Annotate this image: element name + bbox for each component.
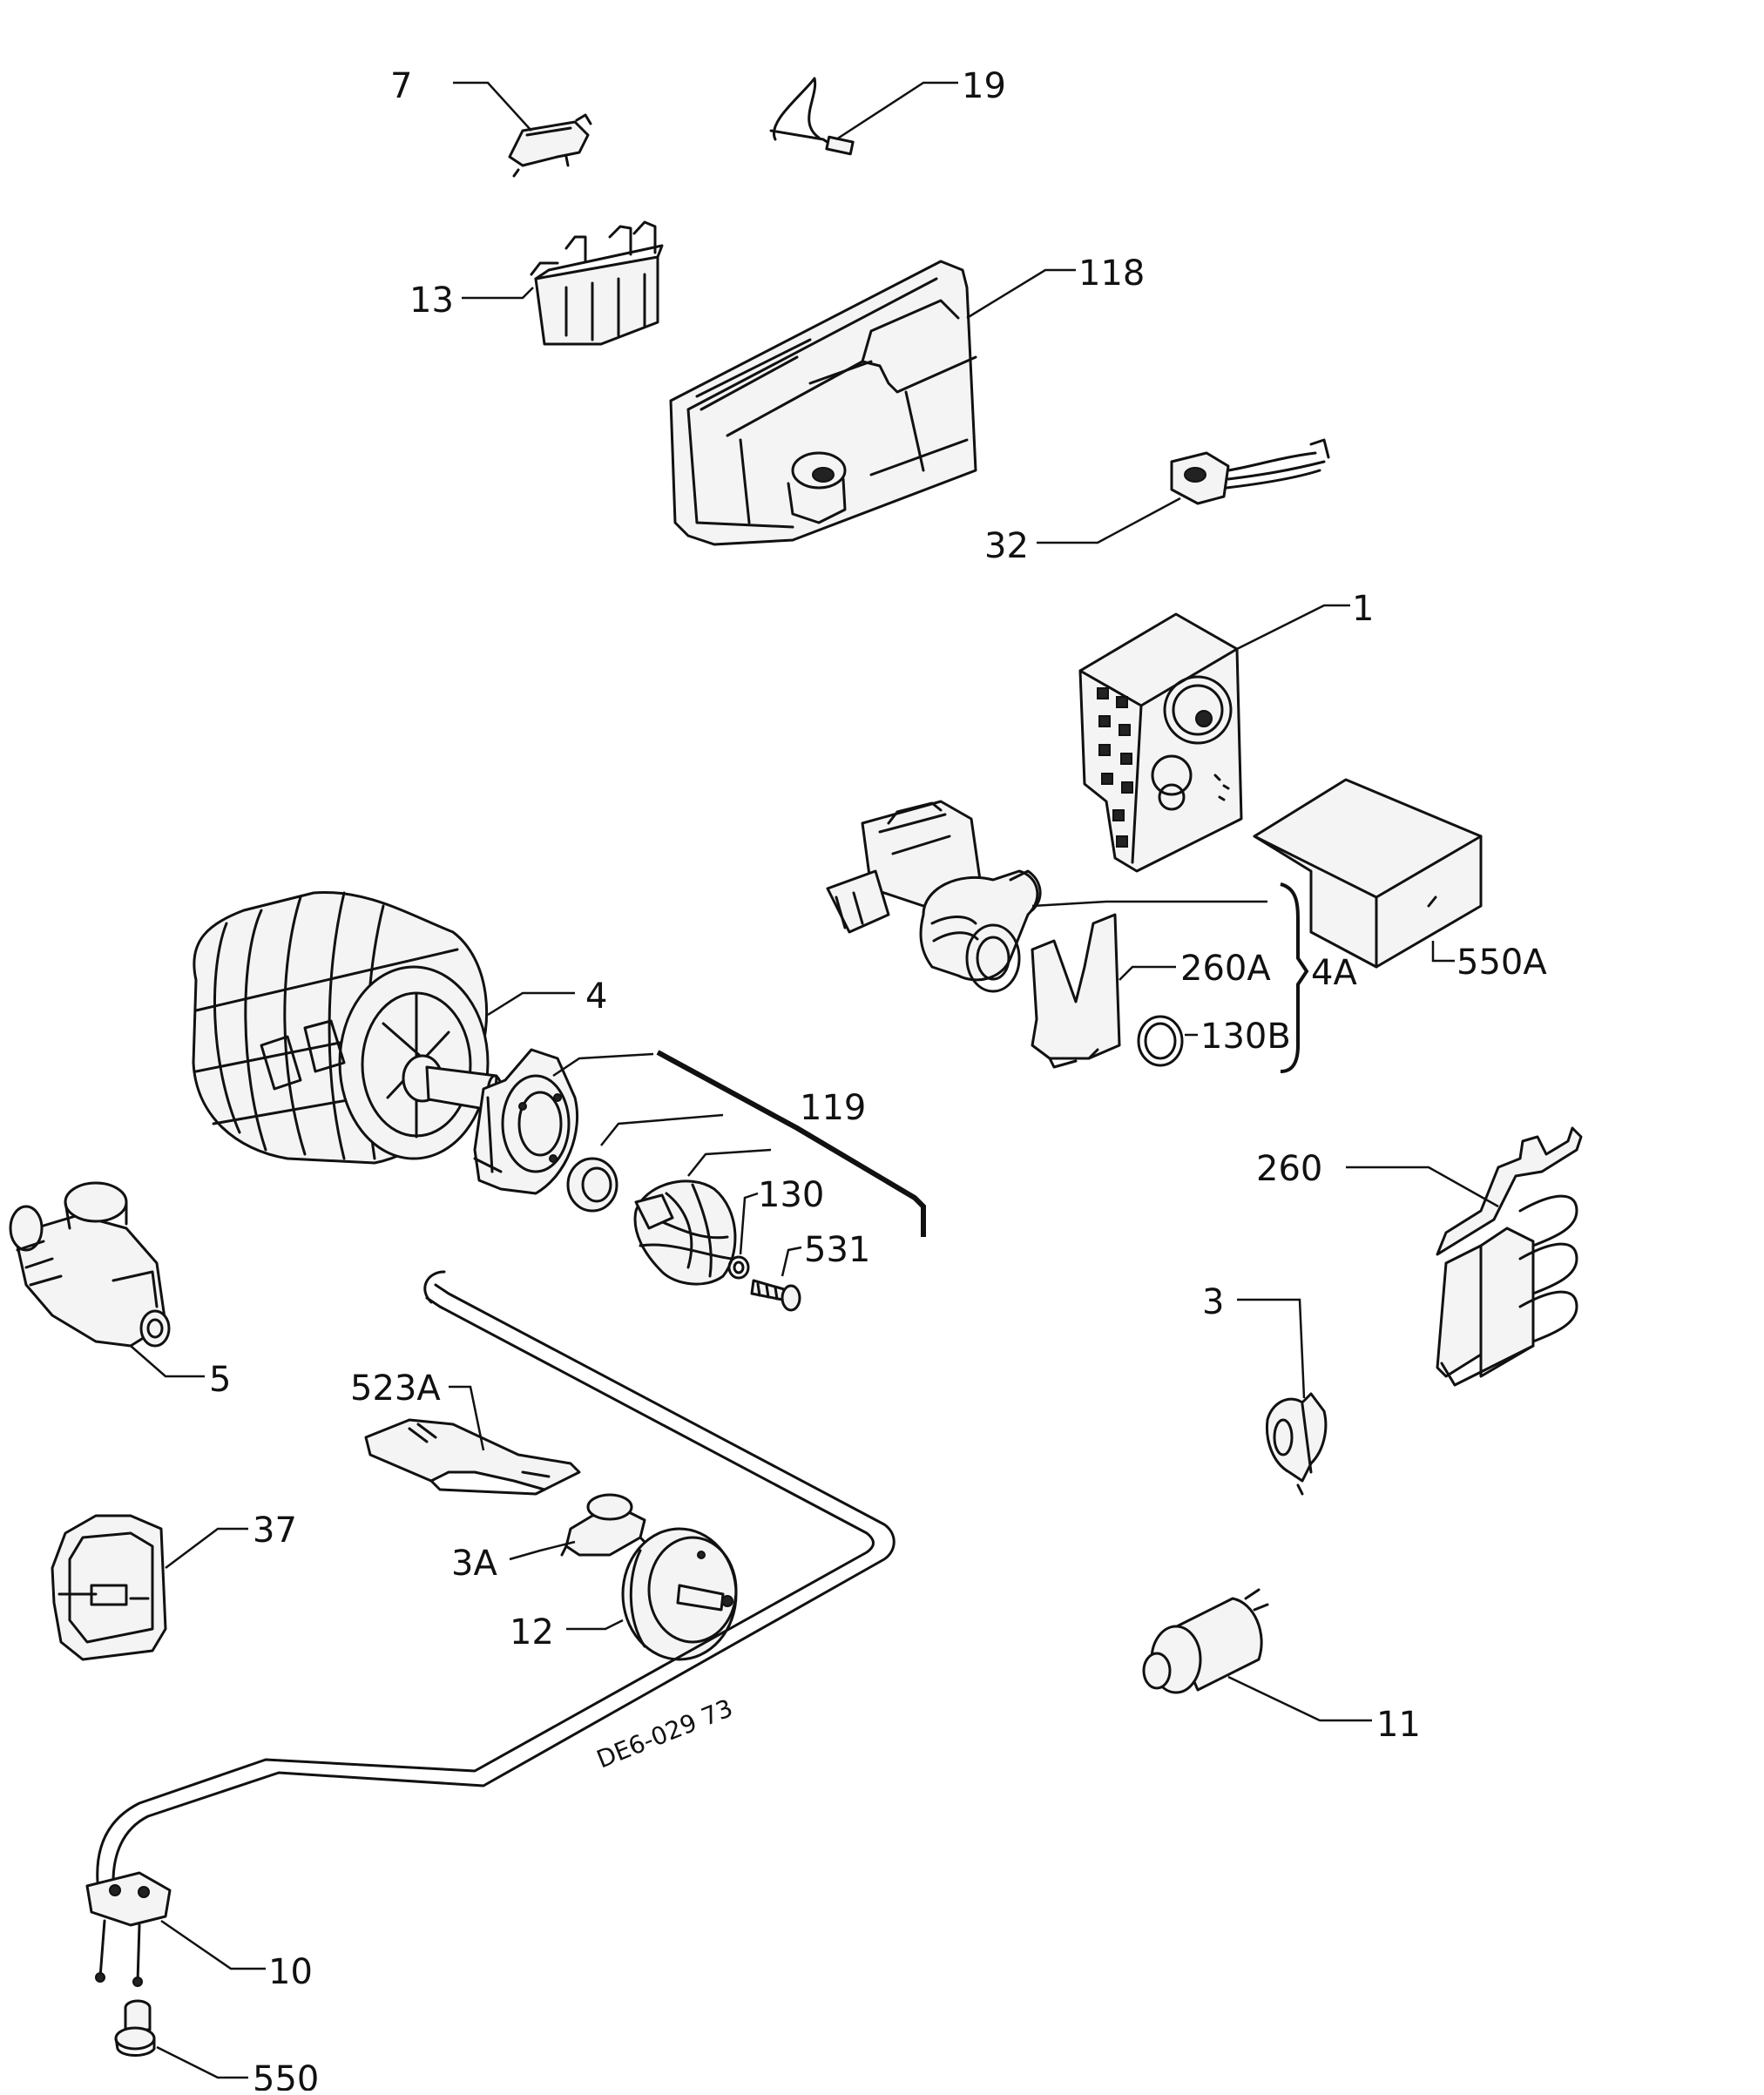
leader-260A [1119, 965, 1176, 981]
part-13-terminal-block [530, 220, 664, 346]
label-4A: 4A [1311, 953, 1357, 993]
leader-523A [449, 1385, 485, 1451]
leader-32 [1037, 497, 1181, 544]
part-119-seal [566, 1157, 618, 1213]
part-260A-bracket [1031, 913, 1121, 1069]
leader-19 [835, 81, 958, 141]
part-7-clip [508, 113, 592, 178]
bracket-119 [656, 1050, 926, 1237]
label-32: 32 [984, 526, 1029, 566]
bracket-4A [1280, 882, 1309, 1073]
leader-119-housing [552, 1052, 654, 1078]
leader-531 [781, 1246, 802, 1277]
leader-550A [1431, 941, 1455, 963]
leader-130 [739, 1192, 759, 1255]
leader-1 [1236, 604, 1350, 651]
part-3-thermostat [1265, 1392, 1328, 1496]
label-260A: 260A [1180, 949, 1271, 989]
label-11: 11 [1376, 1705, 1421, 1745]
part-119-pump-housing [473, 1048, 579, 1195]
leader-3 [1237, 1298, 1306, 1399]
part-550A-box [1253, 778, 1483, 969]
part-37-cover [51, 1514, 167, 1661]
part-4-motor [192, 890, 504, 1165]
leader-260 [1346, 1166, 1499, 1208]
label-523A: 523A [350, 1369, 441, 1409]
label-118: 118 [1078, 253, 1145, 294]
label-119: 119 [800, 1088, 866, 1128]
label-5: 5 [209, 1360, 231, 1400]
drawing-code: DE6-029 73 [592, 1693, 736, 1774]
part-523A-clip [364, 1418, 581, 1496]
label-1: 1 [1352, 589, 1374, 629]
part-11-capacitor [1142, 1588, 1269, 1694]
leader-119-seal [600, 1113, 724, 1146]
label-3A: 3A [451, 1544, 497, 1584]
part-1-timer [1078, 612, 1243, 873]
leader-5 [130, 1345, 205, 1378]
label-19: 19 [962, 66, 1006, 106]
part-531-screw [750, 1279, 801, 1312]
part-130B-seal [1137, 1015, 1184, 1067]
leader-37 [165, 1527, 248, 1569]
leader-3A [509, 1540, 576, 1561]
leader-4A-pump [1031, 900, 1267, 908]
label-10: 10 [268, 1952, 313, 1992]
label-7: 7 [390, 66, 412, 106]
part-260-bracket [1436, 1126, 1583, 1387]
label-260: 260 [1256, 1149, 1322, 1189]
leader-13 [462, 287, 534, 300]
label-130: 130 [758, 1175, 824, 1215]
label-531: 531 [804, 1230, 870, 1270]
leader-10 [160, 1919, 266, 1970]
part-118-dispenser [669, 260, 977, 546]
label-3: 3 [1202, 1282, 1224, 1322]
part-4A-drain-pump [826, 800, 1042, 993]
part-550-grommet [114, 1999, 156, 2057]
part-119-impeller [633, 1179, 737, 1286]
leader-12 [566, 1619, 624, 1631]
label-12: 12 [510, 1612, 554, 1652]
leader-4 [487, 991, 575, 1017]
leader-550 [156, 2045, 248, 2079]
timer-contacts [1097, 687, 1133, 848]
leader-11 [1227, 1675, 1372, 1722]
label-4: 4 [585, 977, 607, 1017]
label-550: 550 [253, 2059, 319, 2091]
label-37: 37 [253, 1510, 297, 1551]
part-130-seal [727, 1255, 750, 1280]
leader-118 [966, 268, 1076, 320]
part-32-switch [1170, 438, 1330, 505]
label-13: 13 [409, 280, 454, 321]
part-19-wire-sensor [769, 77, 855, 156]
part-10-heating-element [85, 1270, 896, 1987]
part-3A-thermostat [560, 1493, 648, 1557]
part-12-pressure-switch [621, 1527, 738, 1661]
label-550A: 550A [1456, 943, 1547, 983]
part-5-inlet-valve [9, 1181, 171, 1348]
leader-7 [453, 81, 532, 132]
label-130B: 130B [1200, 1017, 1291, 1057]
leader-119-impeller [687, 1148, 772, 1177]
